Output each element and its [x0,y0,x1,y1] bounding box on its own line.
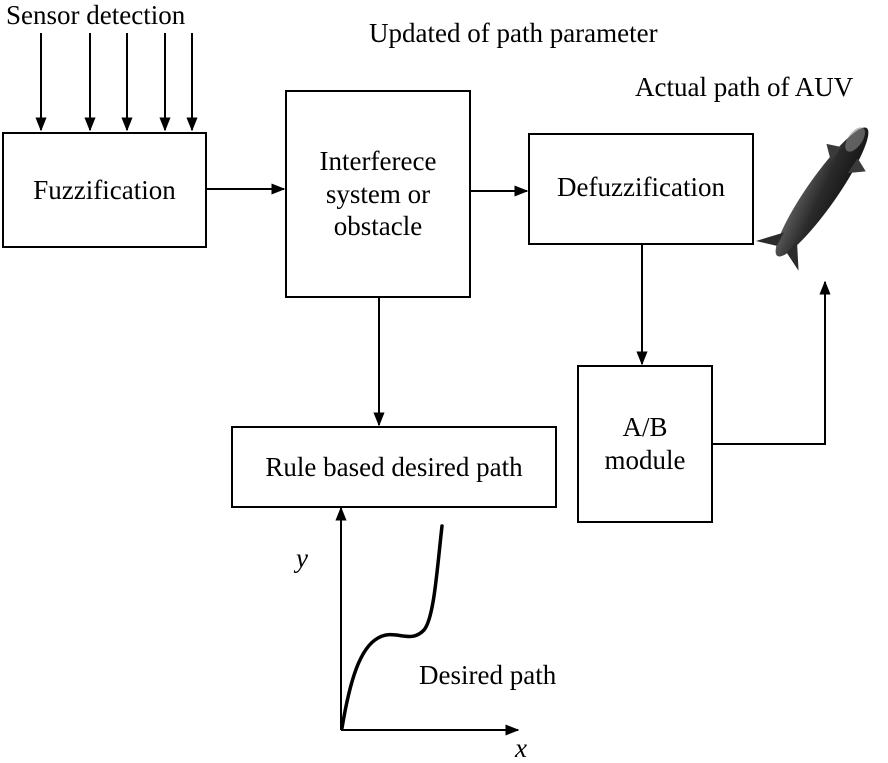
interference-system-box: Interferece system or obstacle [285,90,471,298]
sensor-detection-label: Sensor detection [6,0,186,30]
defuzzification-label: Defuzzification [557,172,725,202]
plot-y-label: y [296,543,308,573]
desired-path-label: Desired path [419,660,557,690]
fuzzification-box: Fuzzification [2,132,207,248]
arrow-ab-to-auv [712,280,831,445]
rule-based-label: Rule based desired path [265,451,523,482]
desired-path-curve [340,524,444,730]
plot-x-label: x [515,733,527,763]
interference-label-line1: Interferece [319,145,437,176]
ab-label-line1: A/B [622,412,668,443]
fuzzification-label: Fuzzification [33,174,176,205]
rule-based-desired-path-box: Rule based desired path [231,426,557,508]
defuzzification-box: Defuzzification [528,133,754,245]
actual-path-label: Actual path of AUV [635,72,854,102]
interference-label-line2: system or [325,178,431,209]
updated-path-parameter-label: Updated of path parameter [369,18,658,48]
ab-label-line2: module [604,445,686,475]
ab-module-box: A/B module [577,365,713,523]
interference-label-line3: obstacle [333,211,423,242]
auv-icon [755,127,869,271]
